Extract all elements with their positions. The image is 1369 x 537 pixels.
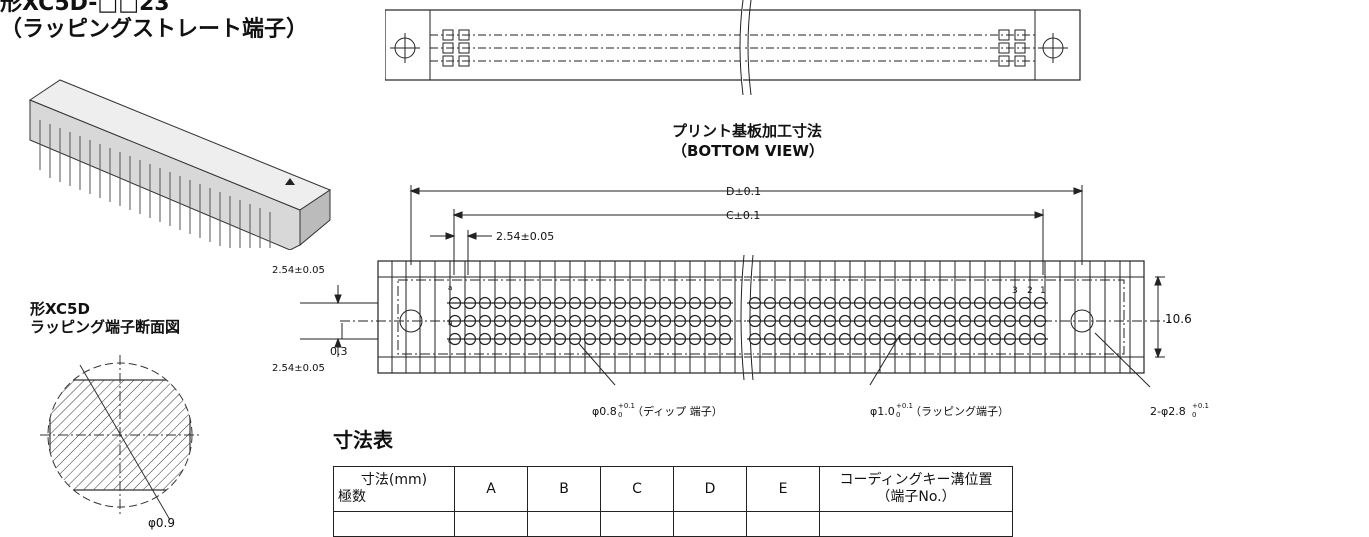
row-label-a: a	[448, 284, 452, 292]
hole-dip-tol-plus: +0.1	[618, 402, 635, 410]
dim-C-label: C±0.1	[726, 209, 760, 222]
header-coding-key: コーディングキー溝位置 （端子No.）	[819, 466, 1013, 512]
model-title: 形XC5D-□□23	[0, 0, 170, 16]
dimension-table: 寸法(mm) 極数 A B C D E コーディングキー溝位置 （端子No.）	[333, 466, 1013, 537]
dim-table-title: 寸法表	[333, 428, 393, 452]
pcb-drawing: D±0.1 C±0.1 2.54±0.05 2.54±0.05 0.3 2.54…	[272, 185, 1209, 419]
connector-top-view	[385, 0, 1081, 95]
dim-D-label: D±0.1	[726, 185, 761, 198]
hole-mount-tol-plus: +0.1	[1192, 402, 1209, 410]
section-dim-label: φ0.9	[148, 516, 175, 530]
hole-dip-tol-zero: 0	[618, 411, 622, 419]
header-col-C: C	[600, 466, 674, 512]
header-dim: 寸法(mm)	[360, 472, 428, 488]
hole-wrap-label: φ1.0	[870, 405, 895, 418]
row-top-label: 2.54±0.05	[272, 265, 325, 276]
connector-illustration	[28, 79, 332, 250]
height-label: 10.6	[1165, 312, 1192, 326]
pcb-subtitle: （BOTTOM VIEW）	[672, 142, 824, 160]
table-header-row: 寸法(mm) 極数 A B C D E コーディングキー溝位置 （端子No.）	[333, 466, 1013, 512]
row-label-c: c	[448, 337, 452, 345]
row-bottom-label: 2.54±0.05	[272, 363, 325, 374]
hole-dip-desc: （ディップ 端子）	[632, 404, 723, 418]
table-row	[333, 511, 1013, 537]
section-title: 形XC5D	[30, 300, 90, 318]
hole-wrap-desc: （ラッピング端子）	[910, 404, 1009, 418]
header-col-E: E	[746, 466, 820, 512]
header-poles: 極数	[338, 489, 366, 505]
header-col-A: A	[454, 466, 528, 512]
header-col-B: B	[527, 466, 601, 512]
section-subtitle: ラッピング端子断面図	[30, 318, 181, 336]
col-label-3: 3	[1012, 286, 1018, 296]
row-label-b: b	[448, 319, 453, 327]
header-col-D: D	[673, 466, 747, 512]
col-label-2: 2	[1027, 286, 1033, 296]
hole-wrap-tol-plus: +0.1	[896, 402, 913, 410]
hole-mount-tol-zero: 0	[1192, 411, 1196, 419]
coding-key-header-1: コーディングキー溝位置	[839, 472, 993, 488]
pitch-label: 2.54±0.05	[496, 230, 554, 243]
offset-label: 0.3	[330, 345, 348, 358]
hole-mount-label: 2-φ2.8	[1150, 405, 1186, 418]
coding-key-header-2: （端子No.）	[876, 489, 956, 505]
pcb-title: プリント基板加工寸法	[672, 122, 823, 140]
cross-section-drawing: φ0.9	[40, 355, 200, 530]
col-label-1: 1	[1040, 286, 1046, 296]
hole-wrap-tol-zero: 0	[896, 411, 900, 419]
model-subtitle: （ラッピングストレート端子）	[0, 17, 309, 42]
hole-dip-label: φ0.8	[592, 405, 617, 418]
header-cell-dims: 寸法(mm) 極数	[333, 466, 455, 512]
